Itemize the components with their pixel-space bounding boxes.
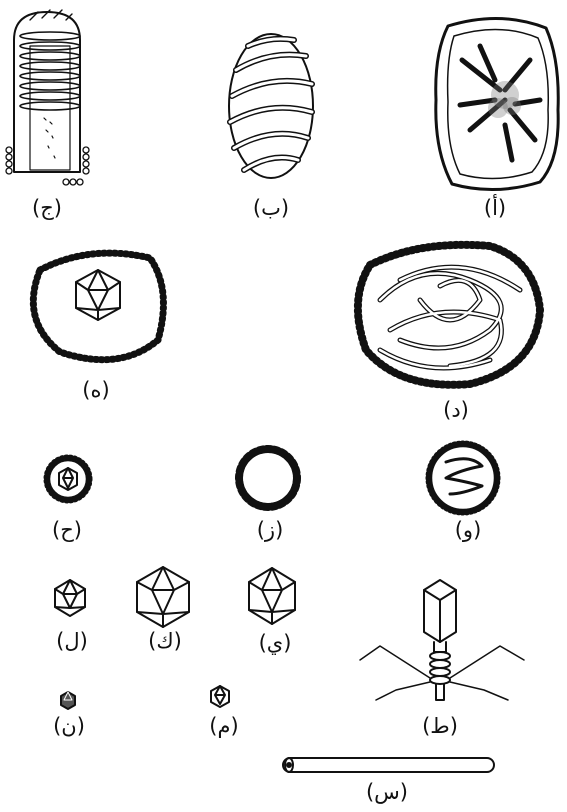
- virus-haa-small-enveloped: [46, 457, 90, 501]
- virus-a-brick: [436, 18, 559, 189]
- label-k: (ك): [130, 629, 200, 653]
- label-y: (ي): [240, 631, 310, 655]
- label-taa: (ط): [405, 714, 475, 738]
- virus-m-tiny-icosahedron: [211, 686, 229, 707]
- label-b: (ب): [236, 196, 306, 220]
- virus-d-tangled: [358, 245, 540, 385]
- virus-taa-bacteriophage: [360, 580, 524, 700]
- virus-w-coiled: [428, 443, 498, 513]
- virus-n-tiny-icosahedron: [61, 692, 75, 709]
- label-m: (م): [189, 714, 259, 738]
- virus-l-icosahedron: [55, 580, 85, 616]
- label-s: (س): [352, 780, 422, 804]
- label-j: (ج): [12, 196, 82, 220]
- virus-y-icosahedron: [249, 568, 295, 624]
- virus-j-rod-capsule: [6, 10, 89, 185]
- label-haa: (ح): [32, 518, 102, 542]
- label-z: (ز): [235, 518, 305, 542]
- virus-k-icosahedron: [137, 567, 189, 627]
- label-d: (د): [421, 398, 491, 422]
- label-l: (ل): [37, 629, 107, 653]
- virus-z-ring: [239, 449, 297, 507]
- virus-b-ovoid: [229, 34, 313, 178]
- virus-h-enveloped-icosahedral: [33, 253, 163, 360]
- label-n: (ن): [34, 714, 104, 738]
- label-h: (ه): [61, 378, 131, 402]
- virus-s-long-rod: [283, 758, 494, 772]
- label-w: (و): [433, 518, 503, 542]
- label-a: (أ): [460, 196, 530, 220]
